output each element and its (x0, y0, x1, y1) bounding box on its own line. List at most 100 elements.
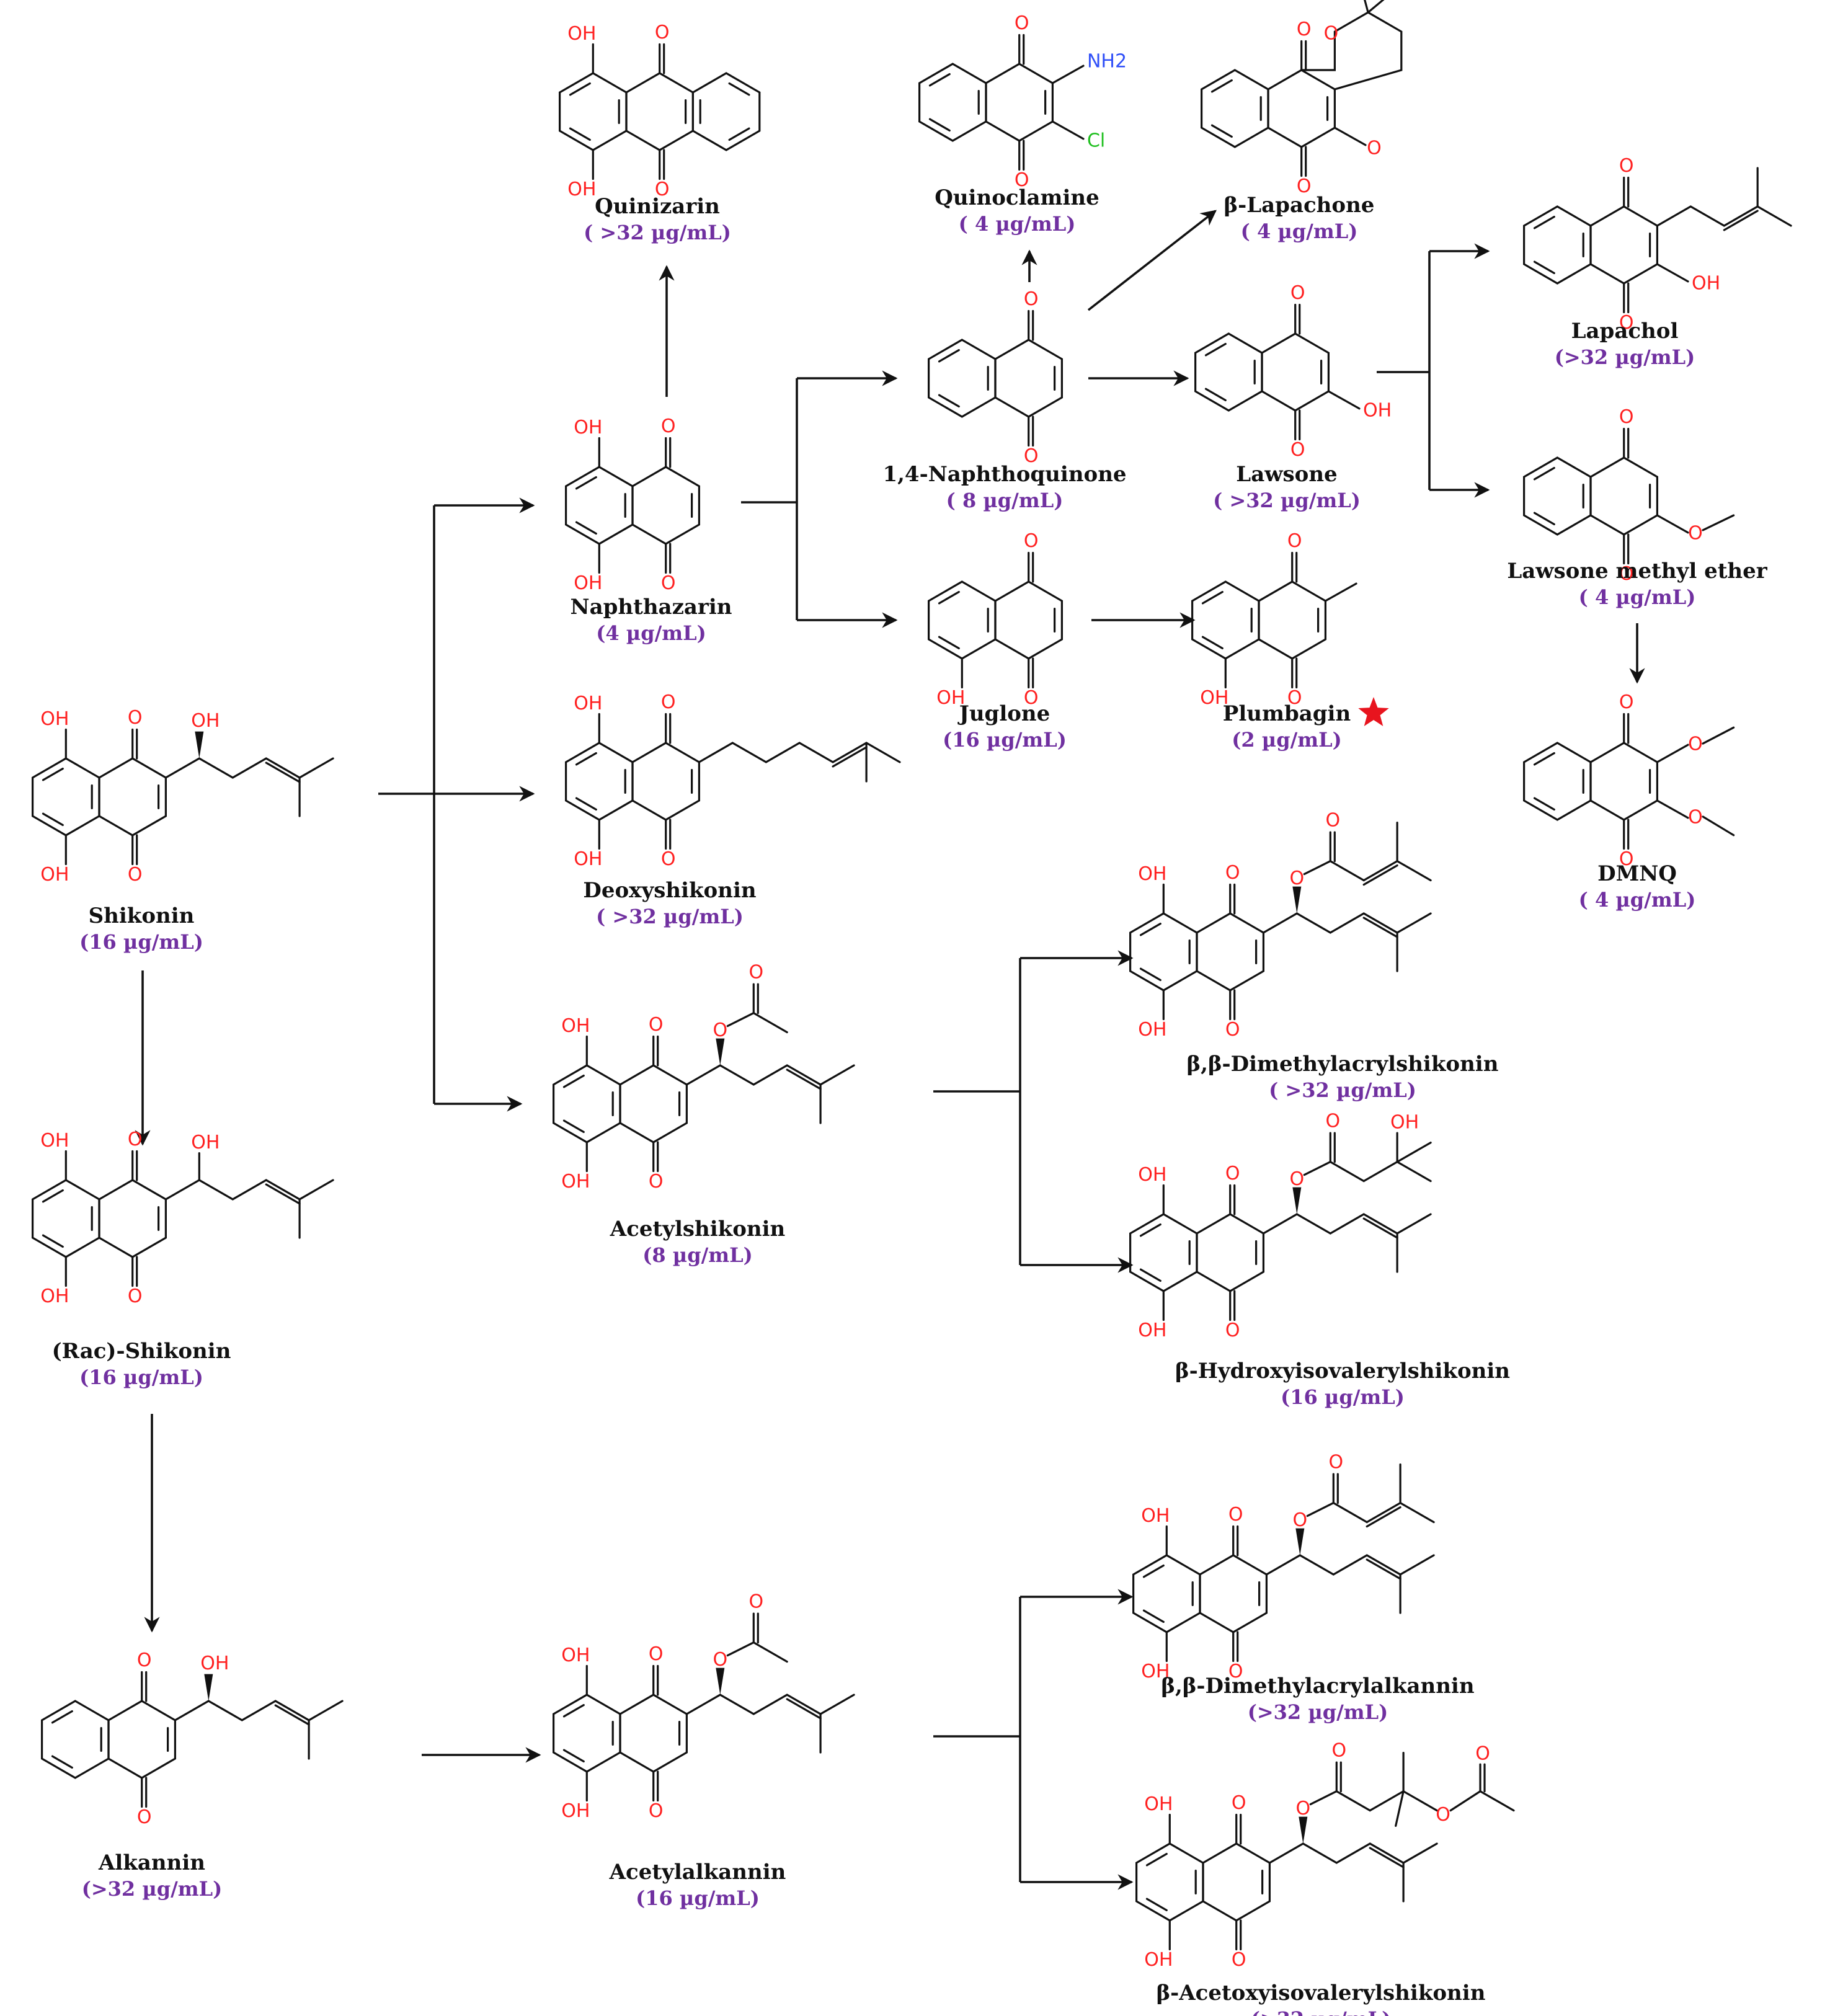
compound-name: Lawsone (1236, 462, 1337, 487)
double-bond (1366, 1506, 1401, 1528)
carbonyl-bond (1333, 127, 1367, 146)
hydroxyl-group: OH (574, 417, 602, 438)
quinone-ring (1589, 456, 1658, 536)
double-bond (575, 476, 597, 490)
mic-value: (16 µg/mL) (636, 1886, 760, 1910)
quinone-ring (631, 466, 700, 545)
acyl-chain (1362, 1161, 1398, 1183)
aromatic-ring (1201, 69, 1269, 148)
structure-lawsone-methyl-ether: OOO (1523, 406, 1735, 585)
quinone-ring (1196, 1213, 1264, 1292)
double-bond (569, 127, 591, 141)
compound-name: β,β-Dimethylacrylshikonin (1187, 1052, 1499, 1077)
mic-value: ( >32 µg/mL) (1269, 1078, 1416, 1102)
mic-value: ( >32 µg/mL) (1213, 489, 1361, 512)
double-bond (1210, 79, 1233, 93)
oxygen-atom: O (1619, 155, 1634, 177)
oxygen-atom: O (1015, 169, 1029, 191)
oxygen-atom: O (649, 1171, 664, 1192)
ester-bond (1309, 1790, 1338, 1806)
acyl-chain (1369, 1790, 1405, 1812)
oxygen-atom: O (649, 1643, 664, 1665)
ester-bond (1402, 1790, 1438, 1812)
compound-name: Shikonin (89, 904, 195, 928)
hydroxyl-group: OH (1138, 1019, 1166, 1041)
acyl-chain (1335, 1790, 1371, 1812)
aromatic-ring (1135, 1842, 1204, 1922)
double-bond (1533, 512, 1555, 526)
mic-value: ( 4 µg/mL) (1579, 888, 1696, 912)
side-chain (174, 1700, 344, 1721)
compound-name: β-Lapachone (1224, 193, 1375, 218)
hydroxyl-group: OH (1141, 1661, 1170, 1682)
ester-oxygen: O (1290, 1168, 1305, 1190)
ester-bond (1303, 860, 1331, 876)
oxygen-atom: O (655, 179, 670, 200)
mic-value: (4 µg/mL) (596, 621, 706, 645)
hydroxyl-group: OH (191, 1132, 220, 1153)
aromatic-ring (32, 1179, 100, 1258)
double-bond (1204, 388, 1227, 402)
hydroxyl-group: OH (574, 572, 602, 594)
side-chain (685, 1694, 855, 1715)
double-bond (1145, 1852, 1168, 1867)
hydroxyl-group: OH (40, 708, 69, 730)
mic-value: (2 µg/mL) (1232, 728, 1342, 752)
oxygen-atom: O (1232, 1949, 1246, 1971)
amine-bond (1051, 64, 1085, 84)
double-bond (1533, 466, 1555, 481)
hydroxyl-group: OH (567, 23, 596, 45)
mic-value: (>32 µg/mL) (1555, 345, 1695, 369)
compound-name: β,β-Dimethylacrylalkannin (1161, 1674, 1474, 1699)
side-chain (685, 1064, 855, 1086)
chloro-bond (1051, 120, 1085, 140)
acyl-chain (1395, 1790, 1405, 1827)
acyl-chain (1329, 1161, 1365, 1183)
double-bond (1210, 124, 1233, 138)
oxygen-atom: O (1225, 1320, 1240, 1341)
quinone-ring (994, 339, 1063, 418)
double-bond (575, 521, 597, 535)
hydroxyl-group: OH (40, 1130, 69, 1152)
double-bond (1139, 967, 1162, 982)
double-bond (562, 1119, 585, 1134)
double-bond (1723, 210, 1759, 231)
hydroxyl-group: OH (1144, 1793, 1173, 1815)
side-chain (1265, 1554, 1435, 1576)
aromatic-ring (41, 1700, 110, 1779)
mic-value: (>32 µg/mL) (82, 1877, 223, 1901)
double-bond (1533, 215, 1555, 229)
ester-bond (1306, 1502, 1335, 1517)
oxygen-atom: O (1287, 530, 1302, 552)
double-bond (1369, 1847, 1405, 1868)
double-bond (1139, 1223, 1162, 1237)
quinone-ring (625, 72, 694, 151)
acyl-chain (1396, 1142, 1432, 1163)
compound-name: DMNQ (1597, 861, 1677, 886)
methyl (1367, 0, 1385, 14)
compound-name: Lapachol (1571, 319, 1679, 344)
quinone-ring (619, 1064, 688, 1143)
double-bond (575, 752, 597, 766)
double-bond (1533, 752, 1555, 766)
side-chain (164, 1179, 334, 1201)
double-bond (1142, 1609, 1165, 1623)
acyl-chain (1479, 1790, 1515, 1812)
oxygen-atom: O (137, 1806, 152, 1828)
mic-value: (16 µg/mL) (943, 728, 1067, 752)
double-bond (265, 762, 301, 783)
oxygen-atom: O (748, 1591, 763, 1613)
oxygen-atom: O (1290, 439, 1305, 461)
oxygen-atom: O (1024, 445, 1039, 467)
oxygen-atom: O (1287, 687, 1302, 709)
mic-value: (16 µg/mL) (79, 930, 203, 954)
oxygen-atom: O (1228, 1661, 1243, 1682)
mic-value: ( >32 µg/mL) (596, 905, 744, 928)
hydroxyl-group: OH (1144, 1949, 1173, 1971)
oxygen-atom: O (128, 864, 143, 886)
